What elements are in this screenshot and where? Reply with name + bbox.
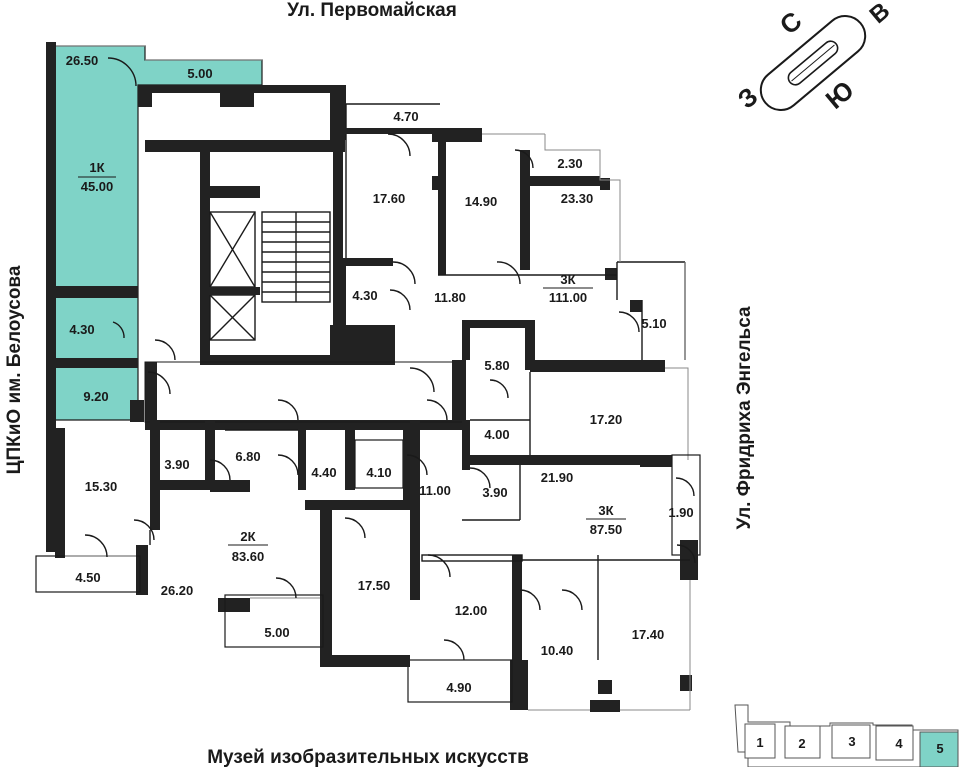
street-south-label: Музей изобразительных искусств (207, 747, 529, 767)
room-area-label: 4.10 (366, 465, 391, 480)
apartment-2k-label: 2К 83.60 (228, 529, 268, 564)
svg-text:3: 3 (848, 734, 855, 749)
apartment-type: 1К (89, 160, 104, 175)
compass-west-letter: З (732, 81, 764, 114)
room-area-label: 11.80 (434, 290, 466, 305)
room-area-label: 4.70 (393, 109, 418, 124)
section-2[interactable]: 2 (784, 725, 821, 759)
room-area-label: 5.80 (484, 358, 509, 373)
room-labels: 26.50 5.00 4.30 9.20 15.30 4.50 3.90 6.8… (66, 53, 694, 695)
compass-south-letter: Ю (820, 75, 860, 115)
room-area-label: 26.20 (161, 583, 194, 598)
apartment-type: 3К (560, 272, 575, 287)
apartment-3k-north-label: 3К 111.00 (543, 272, 593, 305)
room-area-label: 4.50 (75, 570, 100, 585)
room-area-label: 1.90 (668, 505, 693, 520)
room-area-label: 4.90 (446, 680, 471, 695)
street-east-label: Ул. Фридриха Энгельса (734, 306, 755, 530)
apartment-1k-label: 1К 45.00 (78, 160, 116, 194)
room-area-label: 3.90 (482, 485, 507, 500)
room-area-label: 9.20 (83, 389, 108, 404)
room-area-label: 14.90 (465, 194, 498, 209)
room-area-label: 12.00 (455, 603, 488, 618)
apartment-area: 87.50 (590, 522, 623, 537)
room-area-label: 17.40 (632, 627, 665, 642)
room-area-label: 10.40 (541, 643, 574, 658)
room-area-label: 26.50 (66, 53, 99, 68)
room-area-label: 2.30 (557, 156, 582, 171)
room-area-label: 5.00 (187, 66, 212, 81)
building-outline (35, 85, 701, 712)
room-area-label: 17.60 (373, 191, 406, 206)
section-minimap: 1 2 3 4 5 (734, 704, 959, 767)
compass-east-letter: В (865, 0, 896, 29)
svg-text:2: 2 (798, 736, 805, 751)
apartment-area: 83.60 (232, 549, 265, 564)
room-area-label: 23.30 (561, 191, 594, 206)
compass-icon: С В Ю З (732, 0, 896, 115)
room-area-label: 4.30 (352, 288, 377, 303)
svg-text:1: 1 (756, 735, 763, 750)
room-area-label: 3.90 (164, 457, 189, 472)
section-4[interactable]: 4 (875, 725, 914, 761)
section-5-active[interactable]: 5 (919, 731, 959, 767)
room-area-label: 21.90 (541, 470, 574, 485)
apartment-area: 45.00 (81, 179, 114, 194)
room-area-label: 6.80 (235, 449, 260, 464)
room-area-label: 17.50 (358, 578, 391, 593)
room-area-label: 5.10 (641, 316, 666, 331)
svg-text:4: 4 (895, 736, 903, 751)
apartment-type: 2К (240, 529, 255, 544)
street-west-label: ЦПКиО им. Белоусова (4, 265, 25, 474)
room-area-label: 4.40 (311, 465, 336, 480)
room-area-label: 4.00 (484, 427, 509, 442)
section-3[interactable]: 3 (831, 724, 871, 759)
apartment-3k-south-label: 3К 87.50 (586, 503, 626, 537)
svg-text:5: 5 (936, 741, 943, 756)
room-area-label: 11.00 (419, 483, 451, 498)
apartment-type: 3К (598, 503, 613, 518)
compass-north-letter: С (774, 5, 808, 40)
section-1[interactable]: 1 (744, 723, 776, 759)
room-area-label: 17.20 (590, 412, 623, 427)
room-area-label: 5.00 (264, 625, 289, 640)
room-area-label: 4.30 (69, 322, 94, 337)
room-area-label: 15.30 (85, 479, 118, 494)
street-north-label: Ул. Первомайская (287, 0, 457, 21)
apartment-area: 111.00 (549, 290, 587, 305)
